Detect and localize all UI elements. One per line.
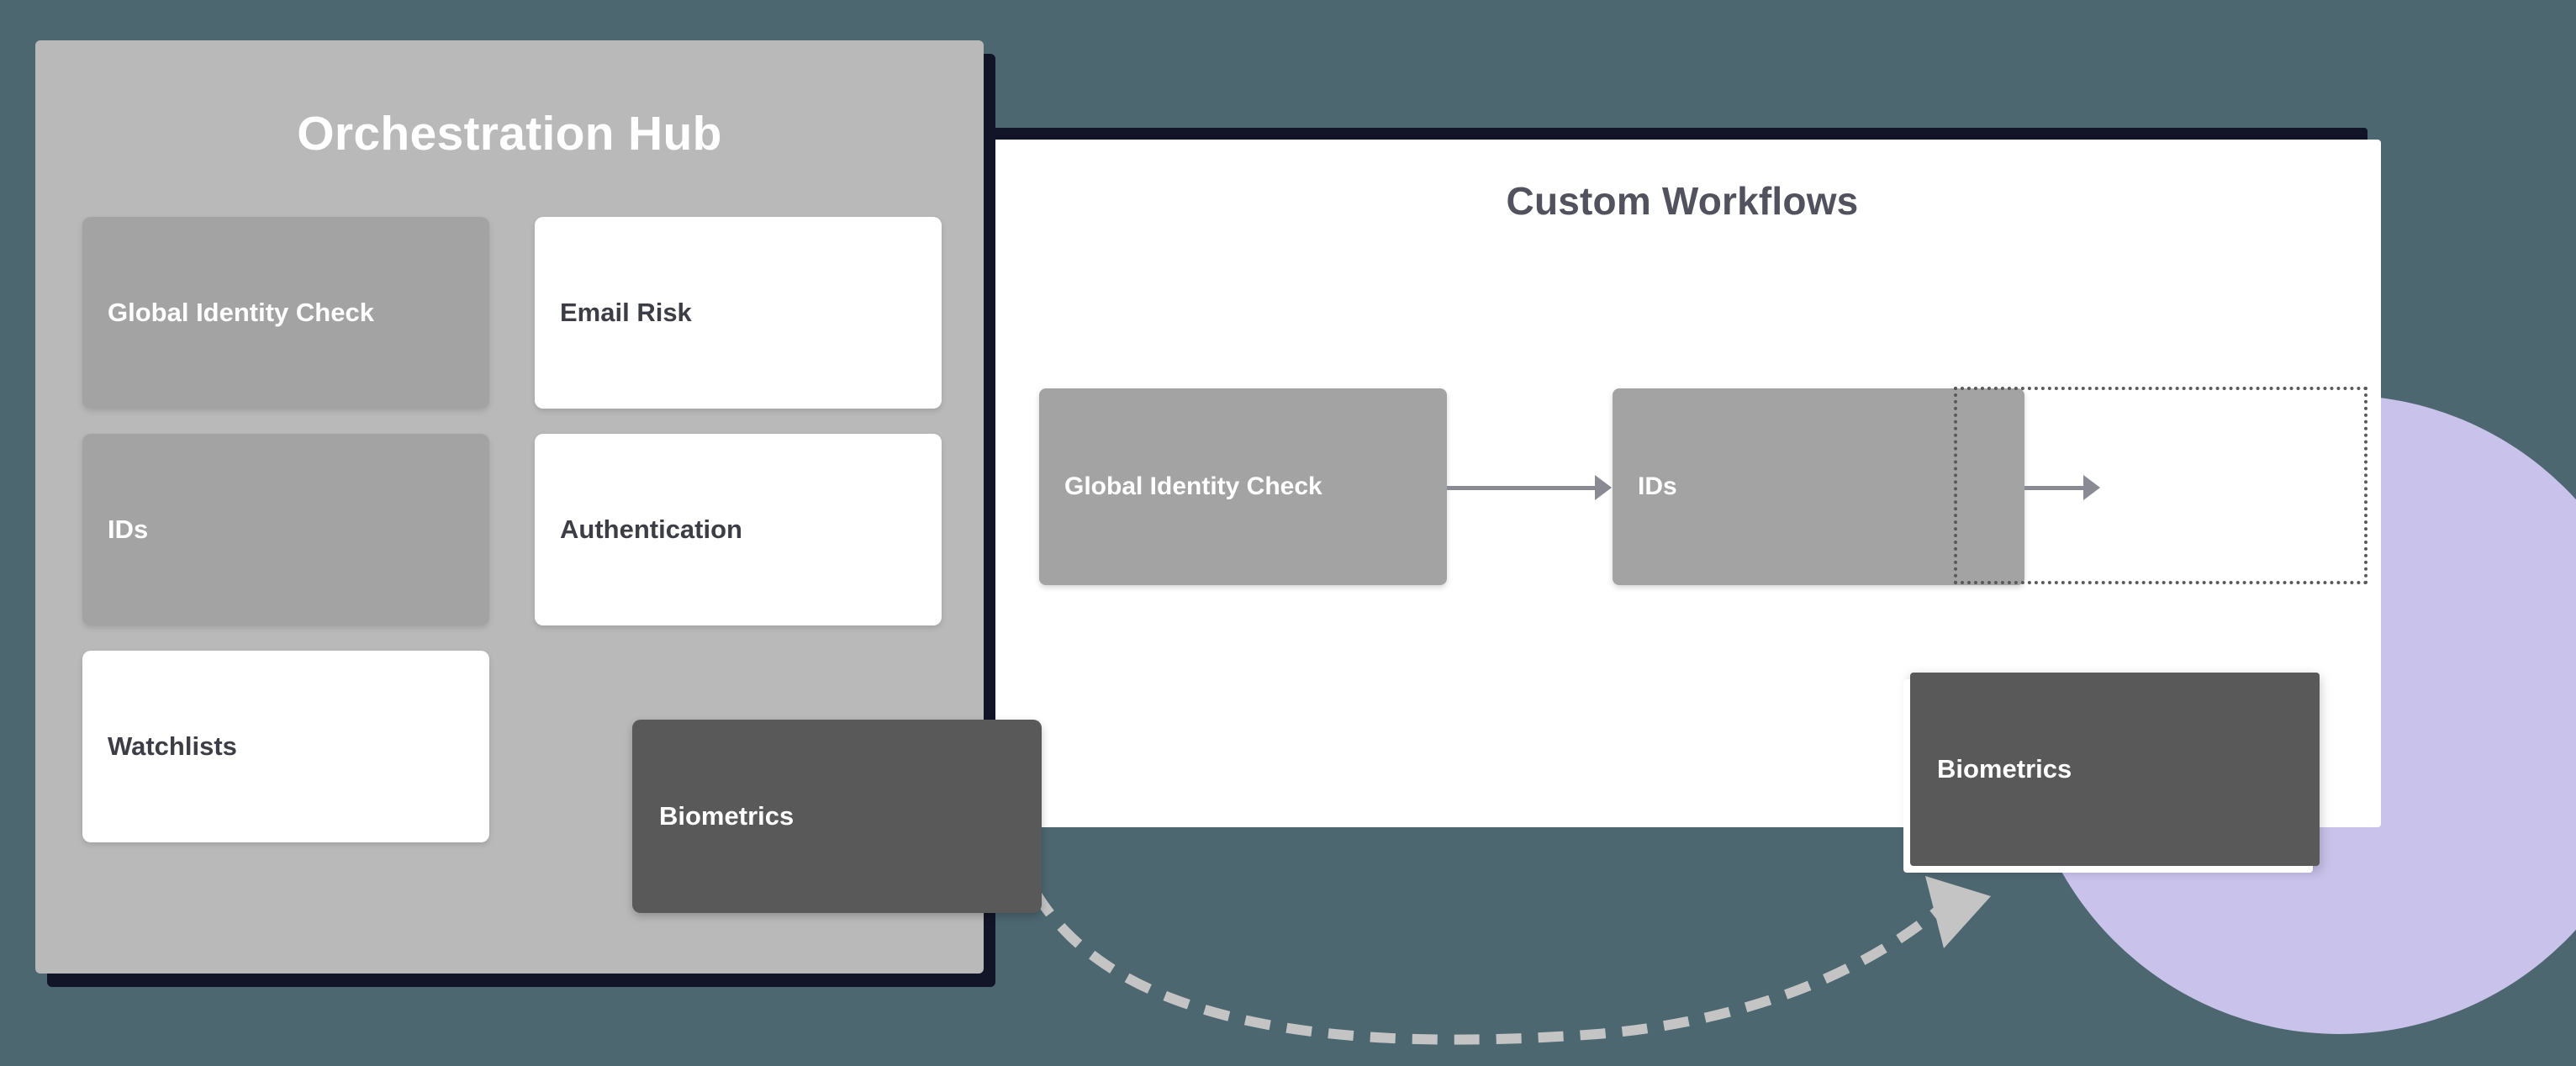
- workflow-node-empty-dropzone[interactable]: [1954, 387, 2367, 584]
- hub-card-authentication[interactable]: Authentication: [535, 434, 942, 625]
- orchestration-hub-title: Orchestration Hub: [297, 107, 722, 161]
- workflow-flow-diagram: Global Identity Check IDs: [984, 140, 2381, 827]
- orchestration-hub-panel: Orchestration Hub Global Identity Check …: [35, 40, 984, 974]
- hub-card-label: Watchlists: [108, 731, 237, 761]
- hub-card-label: Email Risk: [560, 297, 692, 327]
- workflow-node-label: IDs: [1638, 472, 1677, 501]
- hub-card-label: Authentication: [560, 514, 742, 544]
- hub-card-global-identity-check[interactable]: Global Identity Check: [82, 217, 489, 409]
- biometrics-card-label: Biometrics: [659, 801, 794, 831]
- biometrics-card-label: Biometrics: [1937, 754, 2072, 784]
- biometrics-card-dropped[interactable]: Biometrics: [1910, 673, 2320, 866]
- custom-workflows-title: Custom Workflows: [1506, 179, 1859, 223]
- workflow-node-global-identity-check[interactable]: Global Identity Check: [1039, 388, 1447, 585]
- workflow-arrow-2-icon: [2024, 475, 2100, 500]
- hub-card-label: Global Identity Check: [108, 297, 374, 327]
- biometrics-card-source[interactable]: Biometrics: [632, 720, 1042, 913]
- workflow-arrow-1-icon: [1447, 475, 1612, 500]
- workflow-node-label: Global Identity Check: [1064, 472, 1322, 501]
- hub-card-ids[interactable]: IDs: [82, 434, 489, 625]
- hub-card-email-risk[interactable]: Email Risk: [535, 217, 942, 409]
- hub-card-watchlists[interactable]: Watchlists: [82, 651, 489, 842]
- hub-card-label: IDs: [108, 514, 149, 544]
- drag-path-curve: [1031, 889, 1952, 1045]
- drag-path-arrowhead-icon: [1925, 876, 1991, 948]
